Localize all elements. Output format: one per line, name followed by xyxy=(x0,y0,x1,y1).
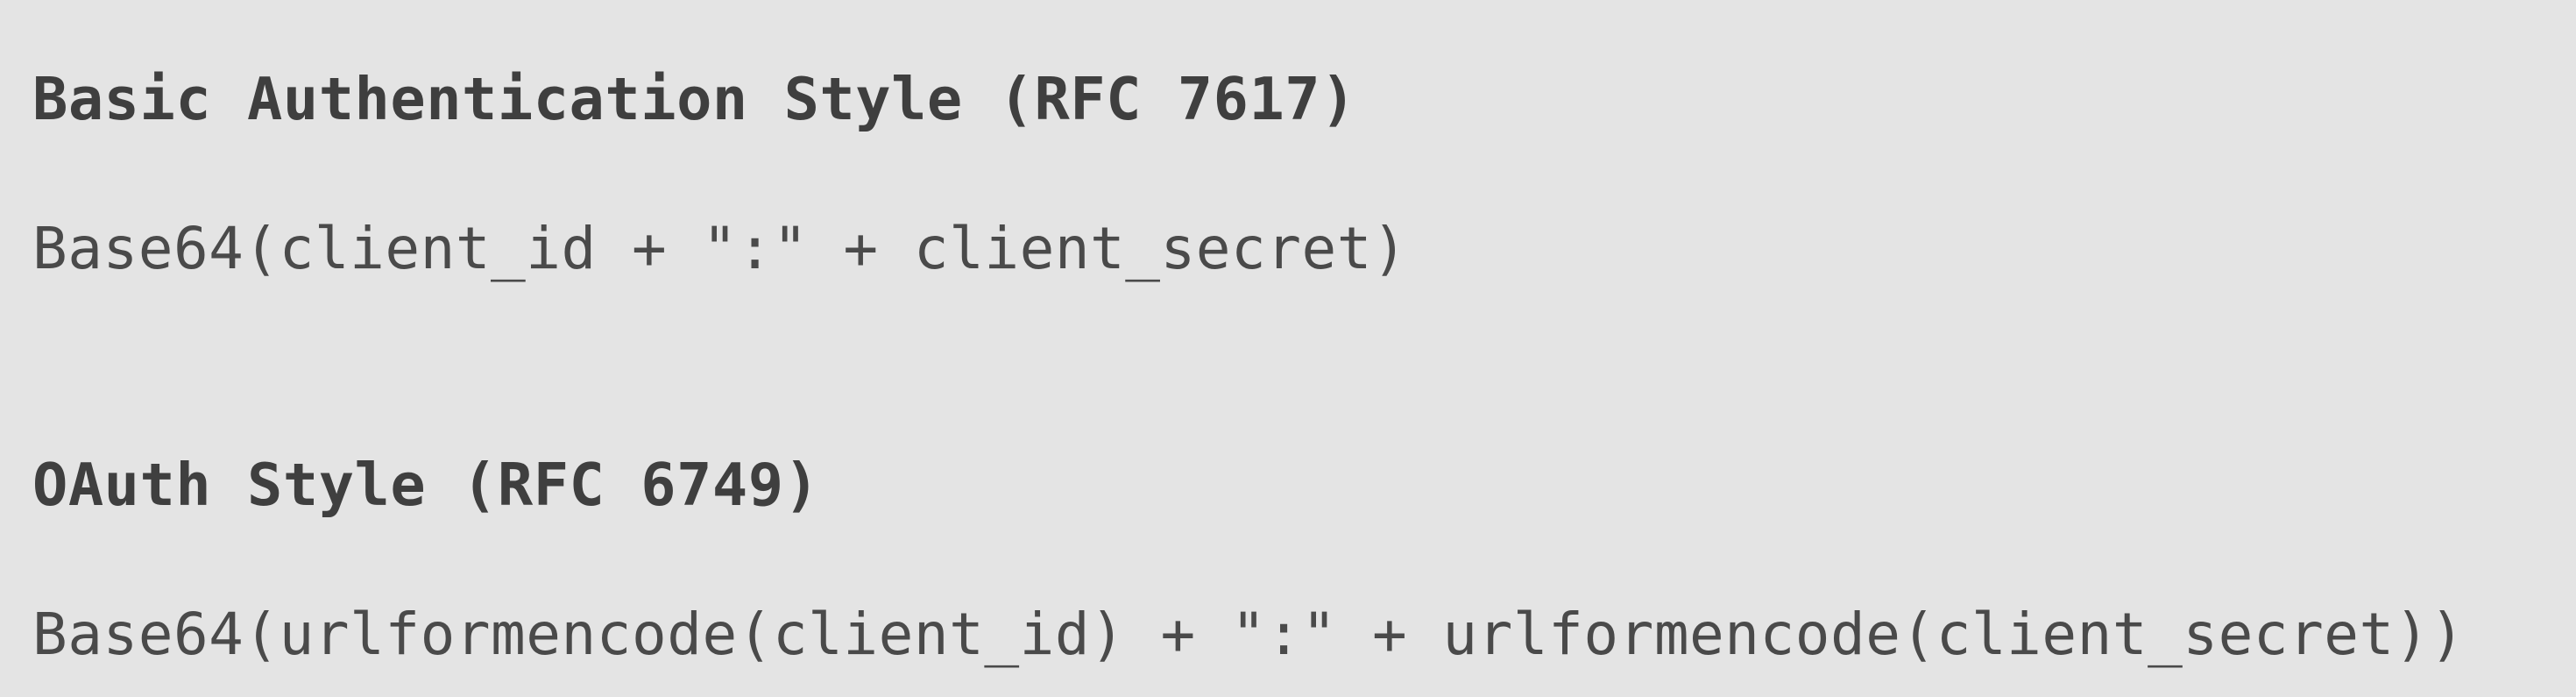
document-page: Basic Authentication Style (RFC 7617) Ba… xyxy=(32,37,2465,664)
basic-auth-formula: Base64(client_id + ":" + client_secret) xyxy=(32,215,1408,282)
oauth-heading: OAuth Style (RFC 6749) xyxy=(32,451,820,519)
oauth-section: OAuth Style (RFC 6749) Base64(urlformenc… xyxy=(32,423,2465,697)
oauth-formula: Base64(urlformencode(client_id) + ":" + … xyxy=(32,601,2466,668)
basic-auth-heading: Basic Authentication Style (RFC 7617) xyxy=(32,65,1356,133)
basic-auth-section: Basic Authentication Style (RFC 7617) Ba… xyxy=(32,37,1407,311)
